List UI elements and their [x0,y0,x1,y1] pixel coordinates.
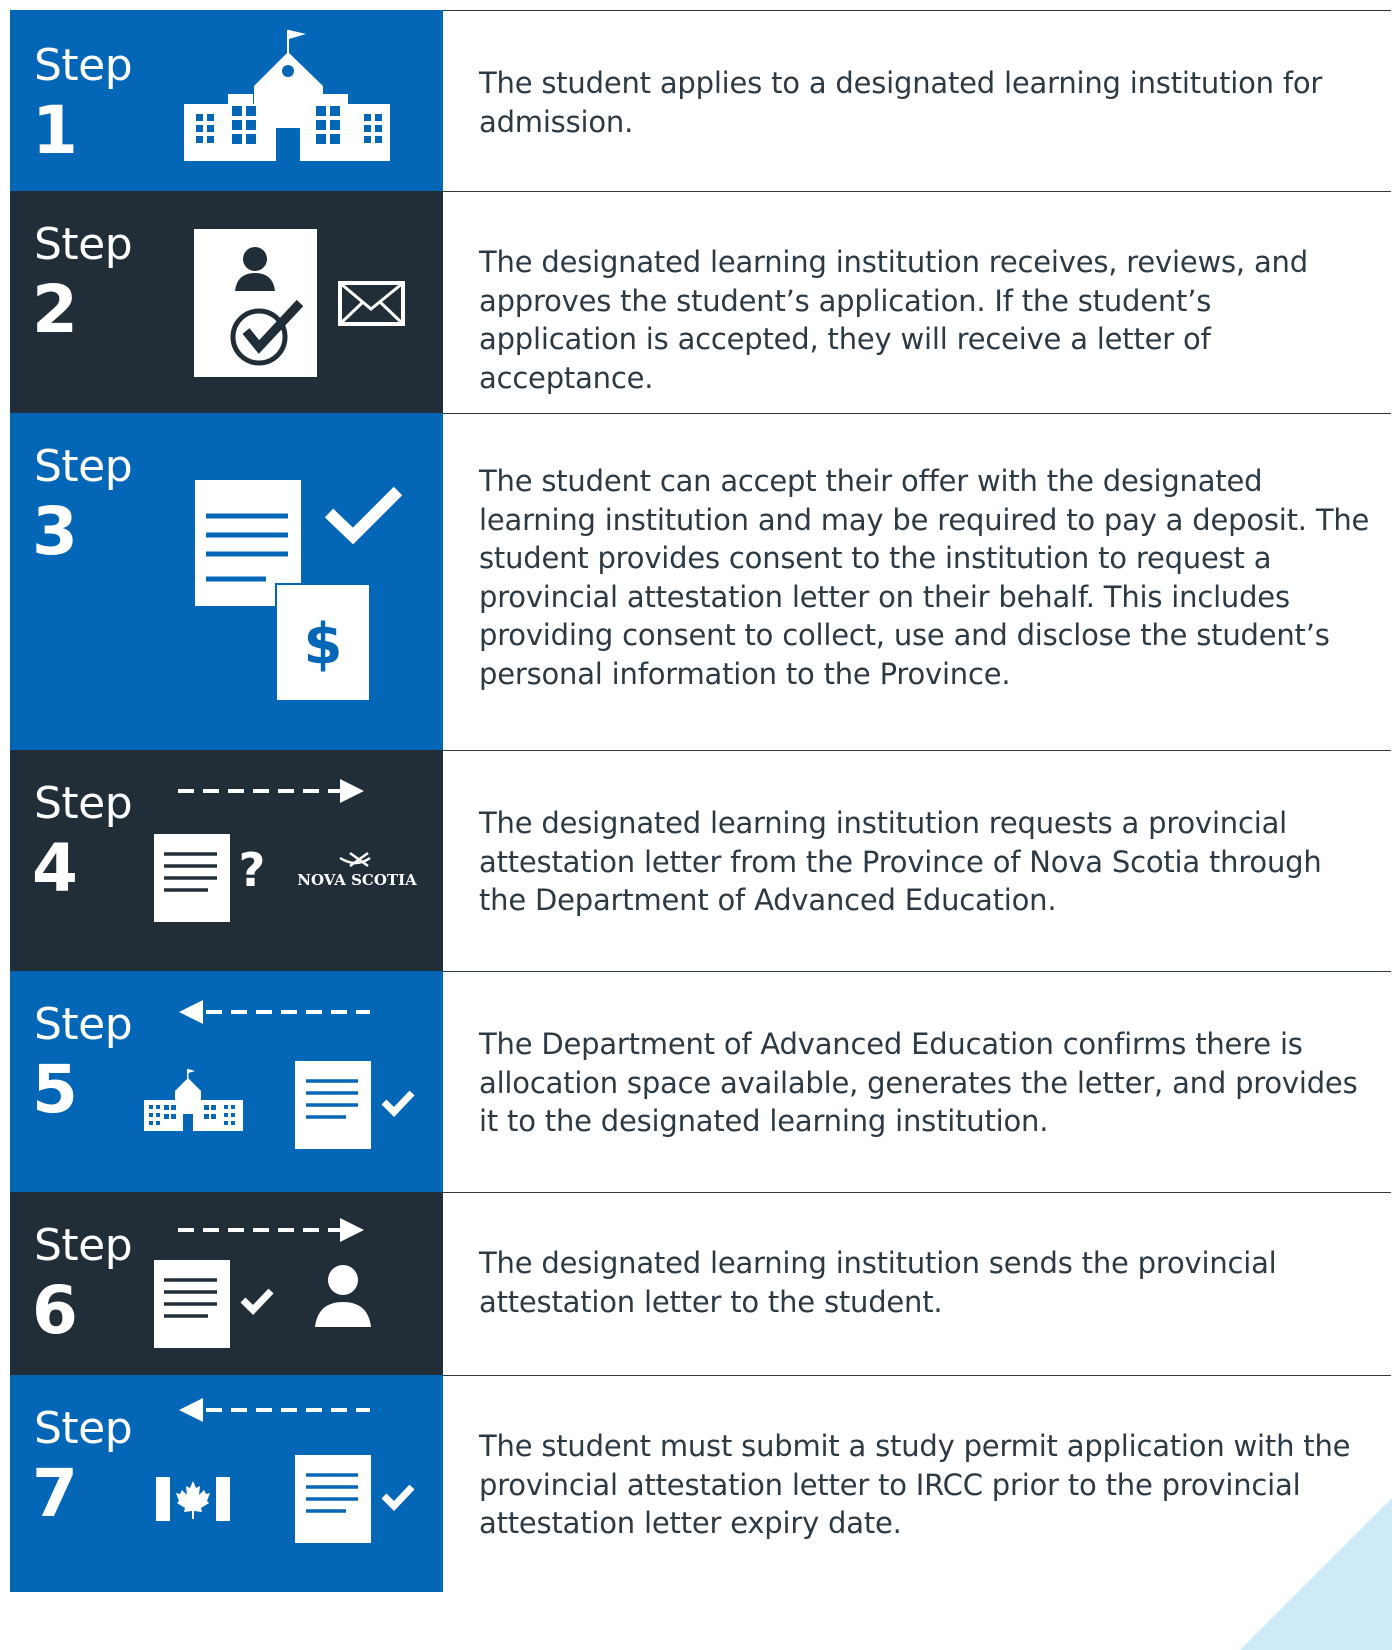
step-3-text-cell: The student can accept their offer with … [443,413,1391,750]
document-deposit-icon: $ [195,480,403,700]
step-7-description: The student must submit a study permit a… [479,1429,1351,1540]
step-7-panel: Step 7 [10,1375,443,1592]
step-5-text-cell: The Department of Advanced Education con… [443,971,1391,1192]
step-5-panel: Step 5 [10,971,443,1192]
step-5-label: Step [34,999,133,1050]
step-1-label: Step [34,40,133,91]
step-7-row: Step 7 The student must submit a study [10,1375,1391,1592]
step-4-number: 4 [32,830,78,907]
step-6-row: Step 6 The designated learning instituti… [10,1192,1391,1375]
letter-to-student-icon [154,1218,371,1348]
canada-permit-icon [156,1398,415,1543]
step-4-panel: Step 4 ? NOVA SCOTIA [10,750,443,971]
step-2-number: 2 [32,271,78,348]
letter-to-institution-icon [144,1000,415,1149]
nova-scotia-logo [339,851,371,868]
step-3-description: The student can accept their offer with … [479,464,1370,691]
arrow-right-icon [178,779,364,803]
step-4-text-cell: The designated learning institution requ… [443,750,1391,971]
step-4-row: Step 4 ? NOVA SCOTIA The designated lear… [10,750,1391,971]
step-2-description: The designated learning institution rece… [479,245,1308,395]
step-4-label: Step [34,778,133,829]
step-7-label: Step [34,1403,133,1454]
step-2-row: Step 2 The designated learning instituti… [10,191,1391,413]
person-icon [315,1265,371,1327]
svg-text:$: $ [304,612,343,677]
nova-scotia-logo-text: NOVA SCOTIA [297,871,417,889]
step-1-text-cell: The student applies to a designated lear… [443,10,1391,191]
step-5-row: Step 5 [10,971,1391,1192]
step-5-number: 5 [32,1051,78,1128]
school-building-icon [144,1069,243,1131]
request-letter-icon: ? NOVA SCOTIA [154,779,417,922]
step-6-text-cell: The designated learning institution send… [443,1192,1391,1375]
step-1-description: The student applies to a designated lear… [479,66,1323,139]
arrow-right-icon [178,1218,364,1242]
envelope-icon [338,281,405,326]
step-1-panel: Step 1 [10,10,443,191]
step-3-label: Step [34,441,133,492]
step-6-label: Step [34,1220,133,1271]
step-3-row: Step 3 $ The student can accept their of… [10,413,1391,750]
step-2-label: Step [34,219,133,270]
step-6-panel: Step 6 [10,1192,443,1375]
canada-flag-icon [156,1477,230,1521]
approved-application-icon [194,229,405,377]
step-7-number: 7 [32,1455,78,1532]
step-1-number: 1 [32,92,78,169]
school-building-icon [184,30,390,161]
step-5-description: The Department of Advanced Education con… [479,1027,1358,1138]
arrow-left-icon [179,1398,370,1422]
svg-text:?: ? [239,843,266,897]
step-2-text-cell: The designated learning institution rece… [443,191,1391,413]
step-3-number: 3 [32,493,78,570]
step-1-row: Step 1 [10,10,1391,191]
step-6-description: The designated learning institution send… [479,1246,1277,1319]
step-6-number: 6 [32,1272,78,1349]
step-2-panel: Step 2 [10,191,443,413]
step-7-text-cell: The student must submit a study permit a… [443,1375,1391,1592]
step-3-panel: Step 3 $ [10,413,443,750]
step-4-description: The designated learning institution requ… [479,806,1322,917]
arrow-left-icon [179,1000,370,1024]
